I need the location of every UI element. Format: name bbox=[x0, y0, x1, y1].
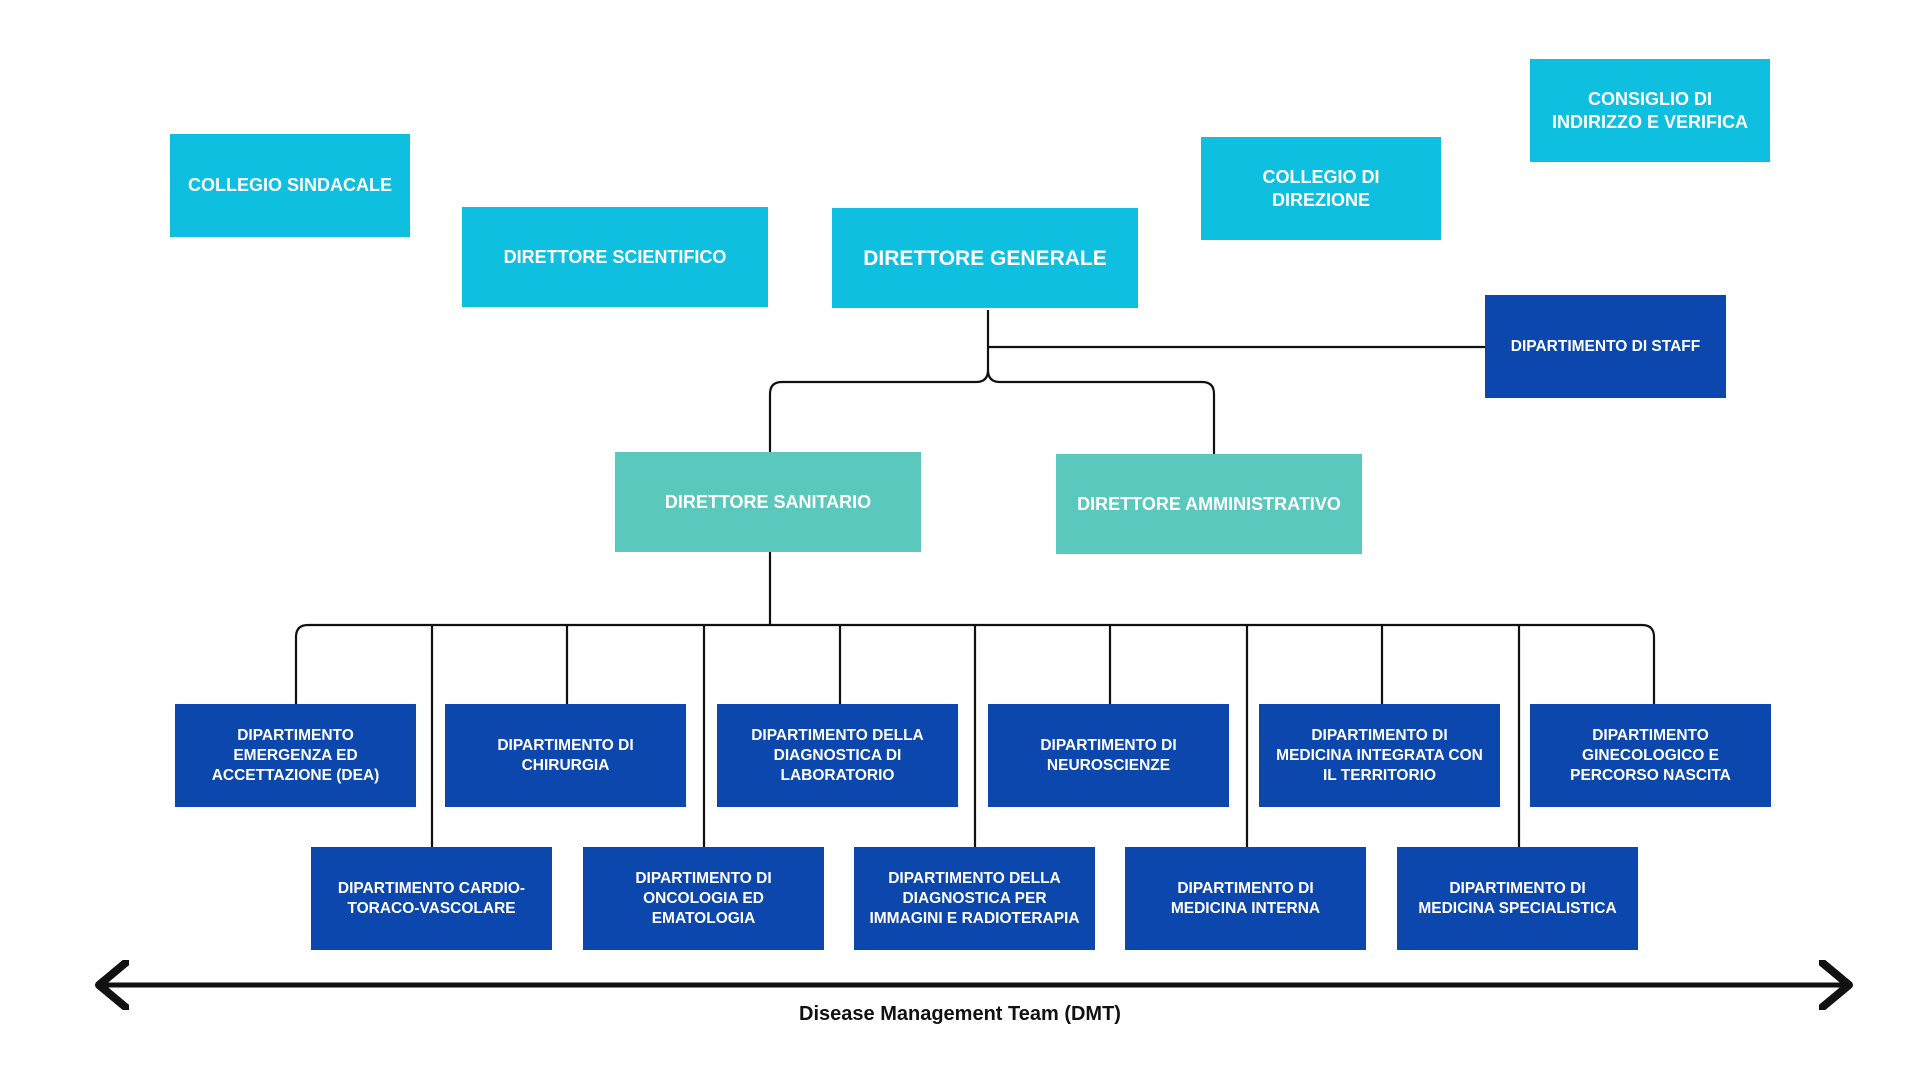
direttore-generale-box: DIRETTORE GENERALE bbox=[832, 208, 1138, 308]
line-split bbox=[768, 369, 1216, 456]
dept-box-medicina-specialistica: DIPARTIMENTO DI MEDICINA SPECIALISTICA bbox=[1397, 847, 1638, 950]
consiglio-indirizzo-label: CONSIGLIO DI INDIRIZZO E VERIFICA bbox=[1551, 88, 1748, 132]
dept-box-oncologia: DIPARTIMENTO DI ONCOLOGIA ED EMATOLOGIA bbox=[583, 847, 824, 950]
collegio-sindacale-label: COLLEGIO SINDACALE bbox=[187, 175, 392, 195]
line-drops bbox=[430, 625, 1521, 850]
dept-box-medicina-interna: DIPARTIMENTO DI MEDICINA INTERNA bbox=[1125, 847, 1366, 950]
direttore-generale-label: DIRETTORE GENERALE bbox=[863, 246, 1107, 270]
direttore-amministrativo-label: DIRETTORE AMMINISTRATIVO bbox=[1077, 493, 1341, 514]
dept-label-medicina-specialistica: DIPARTIMENTO DI MEDICINA SPECIALISTICA bbox=[1418, 879, 1617, 917]
dept-box-ginecologico: DIPARTIMENTO GINECOLOGICO E PERCORSO NAS… bbox=[1530, 704, 1771, 807]
collegio-sindacale-box: COLLEGIO SINDACALE bbox=[170, 134, 410, 237]
direttore-amministrativo-box: DIRETTORE AMMINISTRATIVO bbox=[1056, 454, 1362, 554]
dept-box-cardio: DIPARTIMENTO CARDIO-TORACO-VASCOLARE bbox=[311, 847, 552, 950]
dipartimento-staff-box: DIPARTIMENTO DI STAFF bbox=[1485, 295, 1726, 398]
dept-label-laboratorio: DIPARTIMENTO DELLA DIAGNOSTICA DI LABORA… bbox=[751, 726, 924, 784]
direttore-scientifico-label: DIRETTORE SCIENTIFICO bbox=[503, 246, 727, 267]
dept-box-dea: DIPARTIMENTO EMERGENZA ED ACCETTAZIONE (… bbox=[175, 704, 416, 807]
direttore-sanitario-box: DIRETTORE SANITARIO bbox=[615, 452, 921, 552]
dept-box-medicina-integrata: DIPARTIMENTO DI MEDICINA INTEGRATA CON I… bbox=[1259, 704, 1500, 807]
dept-label-neuroscienze: DIPARTIMENTO DI NEUROSCIENZE bbox=[1040, 736, 1177, 774]
dept-label-medicina-integrata: DIPARTIMENTO DI MEDICINA INTEGRATA CON I… bbox=[1276, 726, 1483, 784]
dept-label-dea: DIPARTIMENTO EMERGENZA ED ACCETTAZIONE (… bbox=[211, 726, 380, 784]
collegio-direzione-label: COLLEGIO DI DIREZIONE bbox=[1262, 166, 1380, 210]
dept-label-immagini: DIPARTIMENTO DELLA DIAGNOSTICA PER IMMAG… bbox=[869, 869, 1080, 927]
collegio-direzione-box: COLLEGIO DI DIREZIONE bbox=[1201, 137, 1441, 240]
dept-label-medicina-interna: DIPARTIMENTO DI MEDICINA INTERNA bbox=[1170, 879, 1321, 917]
dept-box-chirurgia: DIPARTIMENTO DI CHIRURGIA bbox=[445, 704, 686, 807]
dipartimento-staff-label: DIPARTIMENTO DI STAFF bbox=[1510, 337, 1701, 355]
dept-label-cardio: DIPARTIMENTO CARDIO-TORACO-VASCOLARE bbox=[337, 879, 526, 917]
dept-label-ginecologico: DIPARTIMENTO GINECOLOGICO E PERCORSO NAS… bbox=[1570, 726, 1731, 784]
dept-box-laboratorio: DIPARTIMENTO DELLA DIAGNOSTICA DI LABORA… bbox=[717, 704, 958, 807]
dept-box-immagini: DIPARTIMENTO DELLA DIAGNOSTICA PER IMMAG… bbox=[854, 847, 1095, 950]
dept-label-oncologia: DIPARTIMENTO DI ONCOLOGIA ED EMATOLOGIA bbox=[635, 869, 772, 927]
direttore-sanitario-label: DIRETTORE SANITARIO bbox=[664, 491, 872, 512]
dept-label-chirurgia: DIPARTIMENTO DI CHIRURGIA bbox=[497, 736, 634, 774]
consiglio-indirizzo-box: CONSIGLIO DI INDIRIZZO E VERIFICA bbox=[1530, 59, 1770, 162]
dept-box-neuroscienze: DIPARTIMENTO DI NEUROSCIENZE bbox=[988, 704, 1229, 807]
dmt-caption: Disease Management Team (DMT) bbox=[799, 1003, 1121, 1025]
direttore-scientifico-box: DIRETTORE SCIENTIFICO bbox=[462, 207, 768, 307]
